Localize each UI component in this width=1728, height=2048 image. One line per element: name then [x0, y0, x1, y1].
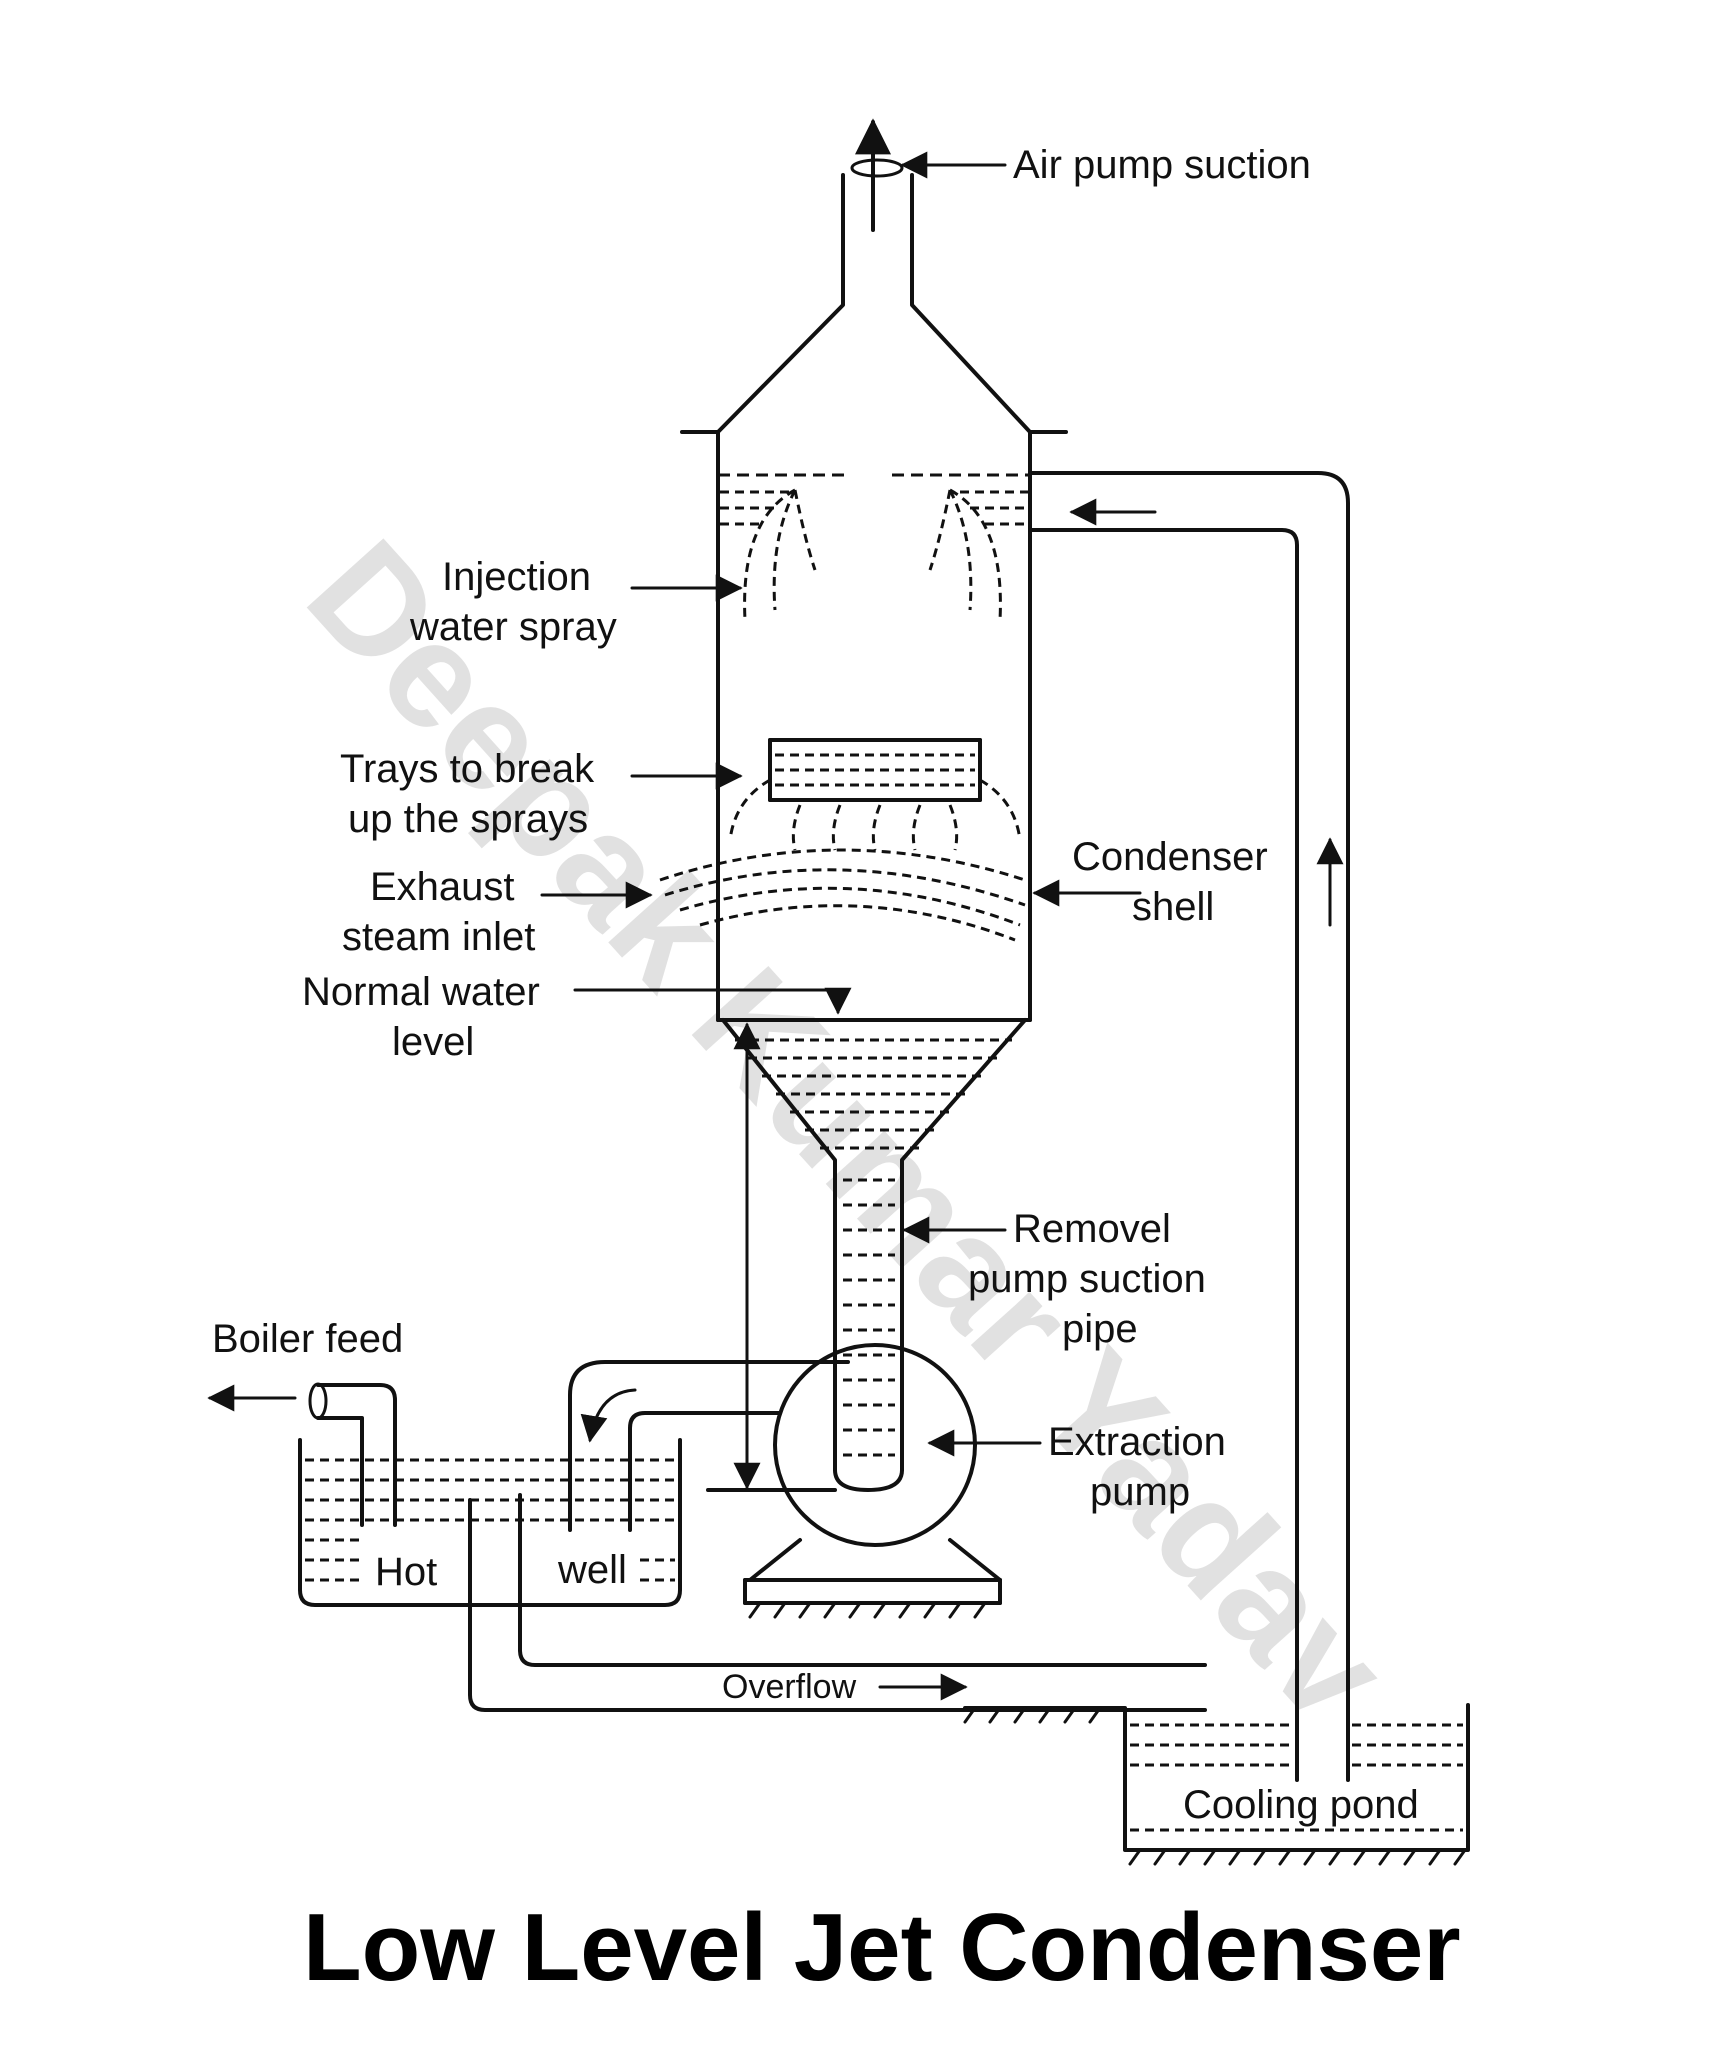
- label-overflow: Overflow: [722, 1668, 857, 1706]
- label-extraction-1: Extraction: [1048, 1420, 1226, 1464]
- label-cooling-pond: Cooling pond: [1183, 1783, 1419, 1827]
- label-trays-1: Trays to break: [340, 747, 595, 791]
- hot-well-tank: [207, 1382, 1207, 1712]
- air-pump-pipe-mark: [850, 158, 904, 178]
- label-injection-2: water spray: [409, 605, 617, 649]
- watermark: Deepak Kumar Yadav: [276, 509, 1420, 1753]
- normal-level-pointer: [573, 987, 852, 1015]
- label-normal-1: Normal water: [302, 970, 540, 1014]
- trays: [728, 738, 1022, 851]
- label-removel-2: pump suction: [968, 1257, 1206, 1301]
- label-exhaust-1: Exhaust: [370, 865, 515, 909]
- label-condenser-2: shell: [1132, 885, 1214, 929]
- diagram-title: Low Level Jet Condenser: [303, 1894, 1461, 2001]
- water-column: [735, 1038, 1012, 1457]
- label-injection-1: Injection: [442, 555, 591, 599]
- discharge-pipe-inner: [628, 1411, 782, 1532]
- condenser-shell: [680, 173, 1350, 1782]
- steam-flow: [659, 848, 1026, 942]
- injection-sprays: [720, 488, 1028, 621]
- label-removel-1: Removel: [1013, 1207, 1171, 1251]
- label-removel-3: pipe: [1062, 1307, 1138, 1351]
- label-extraction-2: pump: [1090, 1470, 1190, 1514]
- label-hot: Hot: [375, 1550, 437, 1594]
- label-air-pump-suction: Air pump suction: [1013, 143, 1311, 187]
- extraction-pump: [706, 1343, 1002, 1619]
- label-trays-2: up the sprays: [348, 797, 588, 841]
- discharge-flow-arrow: [580, 1388, 637, 1443]
- cooling-pond: [963, 1703, 1470, 1866]
- label-exhaust-2: steam inlet: [342, 915, 535, 959]
- label-well: well: [557, 1548, 627, 1592]
- label-boiler-feed: Boiler feed: [212, 1317, 403, 1361]
- label-condenser-1: Condenser: [1072, 835, 1268, 879]
- label-normal-2: level: [392, 1020, 474, 1064]
- discharge-pipe-outer: [568, 1360, 850, 1532]
